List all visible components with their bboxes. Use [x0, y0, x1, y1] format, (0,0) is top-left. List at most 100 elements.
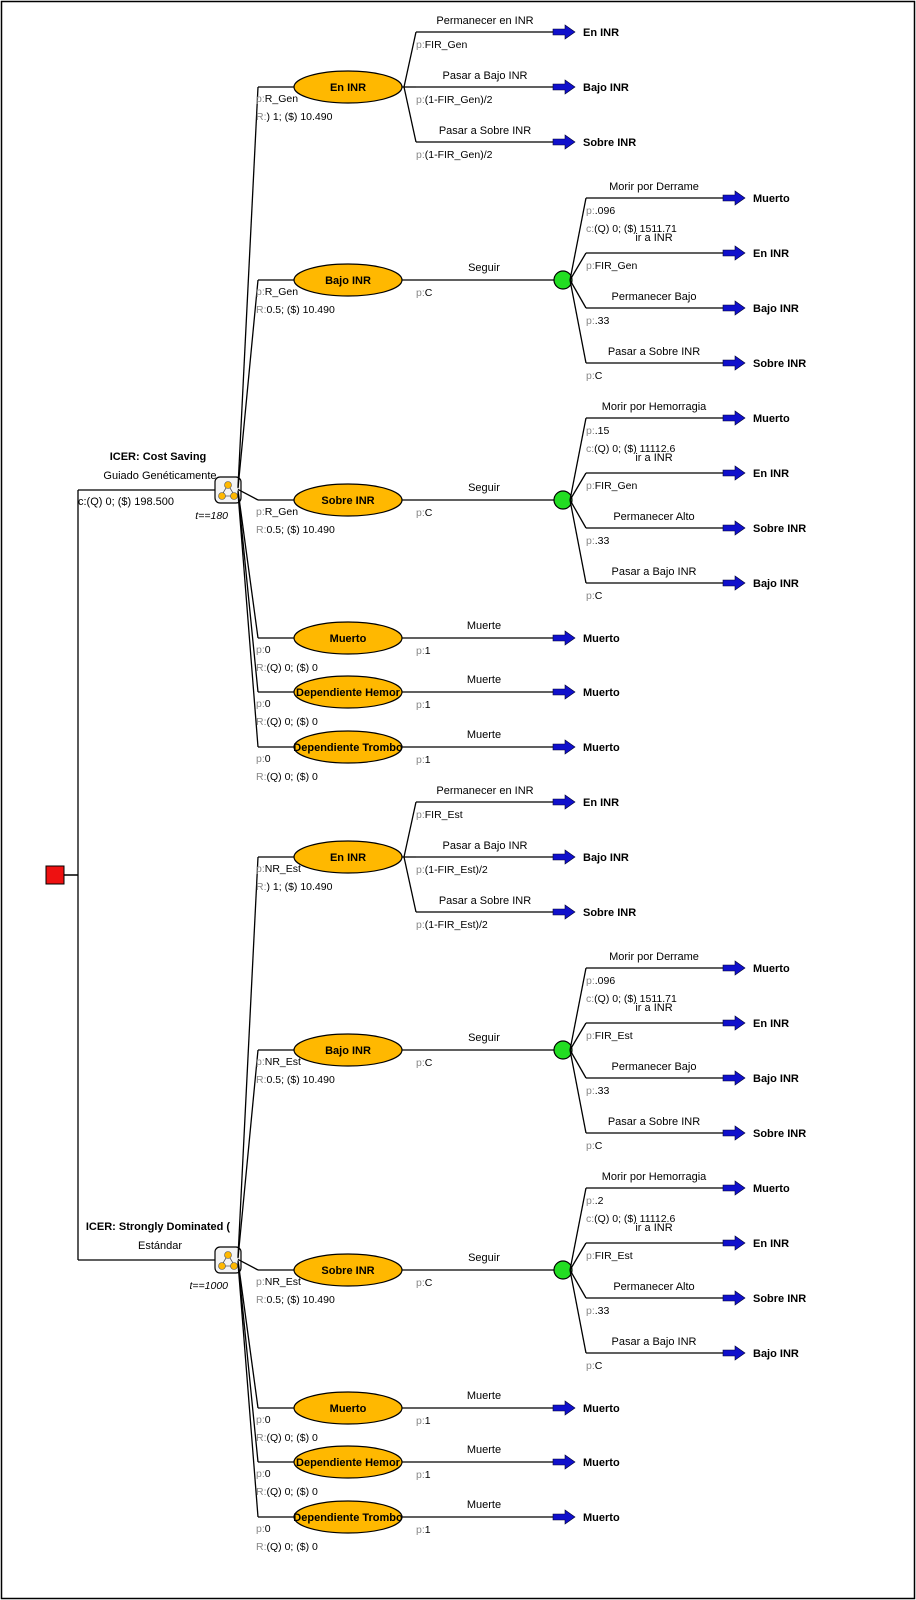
branch-label: ir a INR	[635, 452, 672, 464]
state-reward: R:0.5; ($) 10.490	[256, 1294, 335, 1306]
chance-node-icon	[553, 270, 573, 290]
branch-line	[569, 279, 587, 364]
chance-node-icon	[553, 490, 573, 510]
branch-probability: p:.33	[586, 315, 610, 327]
terminal-label: En INR	[753, 468, 789, 480]
markov-fan-line	[237, 86, 259, 488]
branch-label: ir a INR	[635, 1222, 672, 1234]
markov-dot	[230, 492, 238, 500]
branch-line	[569, 1269, 587, 1354]
strategy-icer: ICER: Strongly Dominated (	[86, 1221, 231, 1233]
branch-label: Muerte	[467, 1499, 501, 1511]
branch-label: Muerte	[467, 674, 501, 686]
markov-dot	[218, 1262, 226, 1270]
terminal-arrow-shape	[552, 79, 576, 95]
state-reward: R:(Q) 0; ($) 0	[256, 1432, 318, 1444]
branch-label: Pasar a Bajo INR	[443, 840, 528, 852]
terminal-arrow-icon	[722, 575, 746, 591]
markov-state-label: En INR	[330, 852, 366, 864]
terminal-arrow-icon	[722, 1070, 746, 1086]
branch-probability: p:1	[416, 1415, 431, 1427]
markov-node-frame	[214, 1246, 242, 1274]
seguir-probability: p:C	[416, 1057, 433, 1069]
markov-links	[222, 1257, 234, 1267]
decision-node-icon	[45, 865, 65, 885]
strategy-name: Guiado Genéticamente	[103, 470, 216, 482]
terminal-arrow-shape	[552, 1454, 576, 1470]
state-probability: p:R_Gen	[256, 506, 298, 518]
terminal-arrow-shape	[722, 1015, 746, 1031]
branch-probability: p:C	[586, 370, 603, 382]
branch-label: Pasar a Bajo INR	[612, 566, 697, 578]
branch-line	[569, 967, 587, 1051]
terminal-arrow-shape	[552, 24, 576, 40]
branch-label: Morir por Derrame	[609, 181, 699, 193]
seguir-label: Seguir	[468, 1252, 500, 1264]
terminal-arrow-icon	[552, 904, 576, 920]
markov-fan-line	[237, 492, 259, 748]
branch-probability: p:.33	[586, 1085, 610, 1097]
state-probability: p:NR_Est	[256, 1276, 301, 1288]
branch-label: Morir por Hemorragia	[602, 1171, 707, 1183]
markov-state-label: Sobre INR	[321, 495, 374, 507]
markov-state-label: Dependiente Trombo	[293, 1512, 403, 1524]
terminal-arrow-shape	[722, 960, 746, 976]
branch-probability: p:FIR_Gen	[586, 260, 638, 272]
seguir-label: Seguir	[468, 482, 500, 494]
terminal-arrow-icon	[722, 520, 746, 536]
branch-probability: p:(1-FIR_Est)/2	[416, 864, 488, 876]
terminal-arrow-icon	[552, 24, 576, 40]
state-reward: R:(Q) 0; ($) 0	[256, 716, 318, 728]
terminal-label: Muerto	[583, 687, 620, 699]
terminal-label: Bajo INR	[583, 852, 629, 864]
terminal-arrow-shape	[552, 904, 576, 920]
terminal-label: Muerto	[583, 1457, 620, 1469]
branch-probability: p:C	[586, 1140, 603, 1152]
markov-state-label: Dependiente Hemor	[296, 1457, 401, 1469]
branch-line	[569, 279, 587, 309]
branch-probability: p:1	[416, 1469, 431, 1481]
branch-label: Muerte	[467, 1390, 501, 1402]
branch-probability: p:(1-FIR_Est)/2	[416, 919, 488, 931]
state-probability: p:NR_Est	[256, 863, 301, 875]
markov-dot	[224, 1251, 232, 1259]
branch-probability: p:.33	[586, 535, 610, 547]
terminal-arrow-icon	[722, 190, 746, 206]
terminal-arrow-shape	[722, 1070, 746, 1086]
strategy-name: Estándar	[138, 1240, 182, 1252]
terminal-arrow-icon	[722, 355, 746, 371]
branch-line	[569, 499, 587, 584]
markov-state-label: Dependiente Hemor	[296, 687, 401, 699]
branch-line	[569, 499, 587, 529]
terminal-label: Muerto	[753, 413, 790, 425]
state-probability: p:0	[256, 1414, 271, 1426]
terminal-label: Bajo INR	[753, 303, 799, 315]
terminal-label: Muerto	[583, 1403, 620, 1415]
terminal-arrow-icon	[722, 1235, 746, 1251]
markov-fan-line	[237, 856, 259, 1258]
terminal-arrow-shape	[552, 739, 576, 755]
terminal-arrow-shape	[722, 1345, 746, 1361]
seguir-probability: p:C	[416, 507, 433, 519]
markov-state-label: Bajo INR	[325, 275, 371, 287]
terminal-arrow-icon	[722, 1015, 746, 1031]
branch-label: ir a INR	[635, 1002, 672, 1014]
terminal-arrow-icon	[722, 1345, 746, 1361]
markov-dot	[218, 492, 226, 500]
branch-label: Permanecer Alto	[613, 1281, 694, 1293]
markov-dot	[224, 481, 232, 489]
terminal-label: Bajo INR	[753, 1073, 799, 1085]
markov-state-label: Muerto	[330, 1403, 367, 1415]
terminal-label: Bajo INR	[583, 82, 629, 94]
markov-state-label: Dependiente Trombo	[293, 742, 403, 754]
terminal-arrow-shape	[722, 410, 746, 426]
state-probability: p:0	[256, 1523, 271, 1535]
state-reward: R:) 1; ($) 10.490	[256, 881, 333, 893]
state-probability: p:0	[256, 1468, 271, 1480]
terminal-arrow-shape	[722, 1290, 746, 1306]
markov-fan-line	[237, 1258, 259, 1271]
branch-cost: c:(Q) 0; ($) 1511.71	[586, 223, 677, 235]
state-reward: R:0.5; ($) 10.490	[256, 1074, 335, 1086]
branch-label: Pasar a Sobre INR	[608, 1116, 700, 1128]
branch-label: Morir por Hemorragia	[602, 401, 707, 413]
